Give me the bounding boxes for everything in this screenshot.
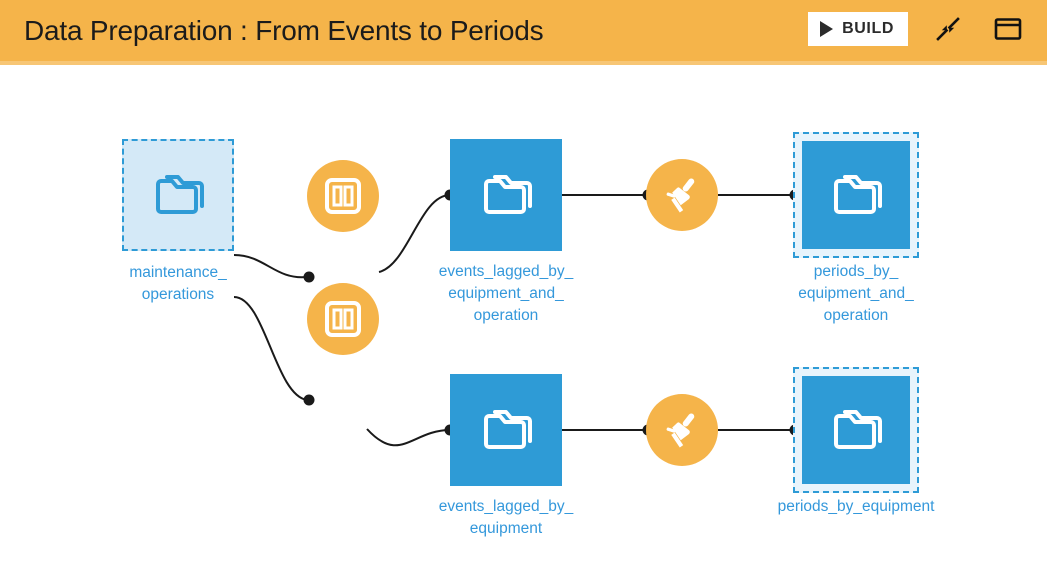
folder-stack-icon bbox=[834, 175, 882, 214]
collapse-arrows-glyph bbox=[936, 17, 960, 41]
prepare-columns-icon bbox=[325, 301, 361, 337]
dataset-label-periods-by-equipment-and-operation: periods_by_ equipment_and_ operation bbox=[798, 263, 914, 324]
connector-dot bbox=[303, 394, 315, 406]
flow-canvas[interactable]: maintenance_ operations events_lagged_by… bbox=[0, 65, 1047, 585]
dataset-node-maintenance-operations[interactable] bbox=[122, 139, 234, 251]
collapse-arrows-icon[interactable] bbox=[931, 12, 965, 46]
dataset-label-periods-by-equipment: periods_by_equipment bbox=[777, 498, 935, 515]
folder-stack-icon bbox=[484, 410, 532, 449]
edge-prepare-bottom-to-events-eq bbox=[366, 428, 451, 447]
dataset-box bbox=[802, 376, 910, 484]
window-icon[interactable] bbox=[991, 12, 1025, 46]
build-button[interactable]: BUILD bbox=[808, 12, 908, 46]
recipe-node-clean-top[interactable] bbox=[646, 159, 718, 231]
dataset-node-periods-by-equipment[interactable] bbox=[793, 367, 919, 493]
dataset-node-periods-by-equipment-and-operation[interactable] bbox=[793, 132, 919, 258]
connector-dot bbox=[303, 271, 315, 283]
dataset-label-events-lagged-by-equipment-and-operation: events_lagged_by_ equipment_and_ operati… bbox=[438, 263, 574, 324]
play-triangle-icon bbox=[820, 21, 834, 37]
dataset-node-events-lagged-by-equipment[interactable] bbox=[450, 374, 562, 486]
dataset-box bbox=[802, 141, 910, 249]
broom-icon bbox=[666, 413, 695, 448]
window-glyph bbox=[994, 18, 1022, 40]
build-button-label: BUILD bbox=[842, 20, 894, 37]
dataset-node-events-lagged-by-equipment-and-operation[interactable] bbox=[450, 139, 562, 251]
edge-maintenance-to-prepare-bottom bbox=[233, 296, 308, 401]
folder-stack-icon bbox=[156, 175, 204, 214]
folder-stack-icon bbox=[834, 410, 882, 449]
prepare-columns-icon bbox=[325, 178, 361, 214]
page-title: Data Preparation : From Events to Period… bbox=[24, 15, 544, 46]
header-underline bbox=[0, 61, 1047, 65]
dataset-label-maintenance-operations: maintenance_ operations bbox=[129, 264, 227, 303]
recipe-node-prepare-bottom[interactable] bbox=[307, 283, 379, 355]
recipe-node-prepare-top[interactable] bbox=[307, 160, 379, 232]
dataset-label-events-lagged-by-equipment: events_lagged_by_ equipment bbox=[438, 498, 574, 537]
recipe-node-clean-bottom[interactable] bbox=[646, 394, 718, 466]
folder-stack-icon bbox=[484, 175, 532, 214]
broom-icon bbox=[666, 178, 695, 213]
